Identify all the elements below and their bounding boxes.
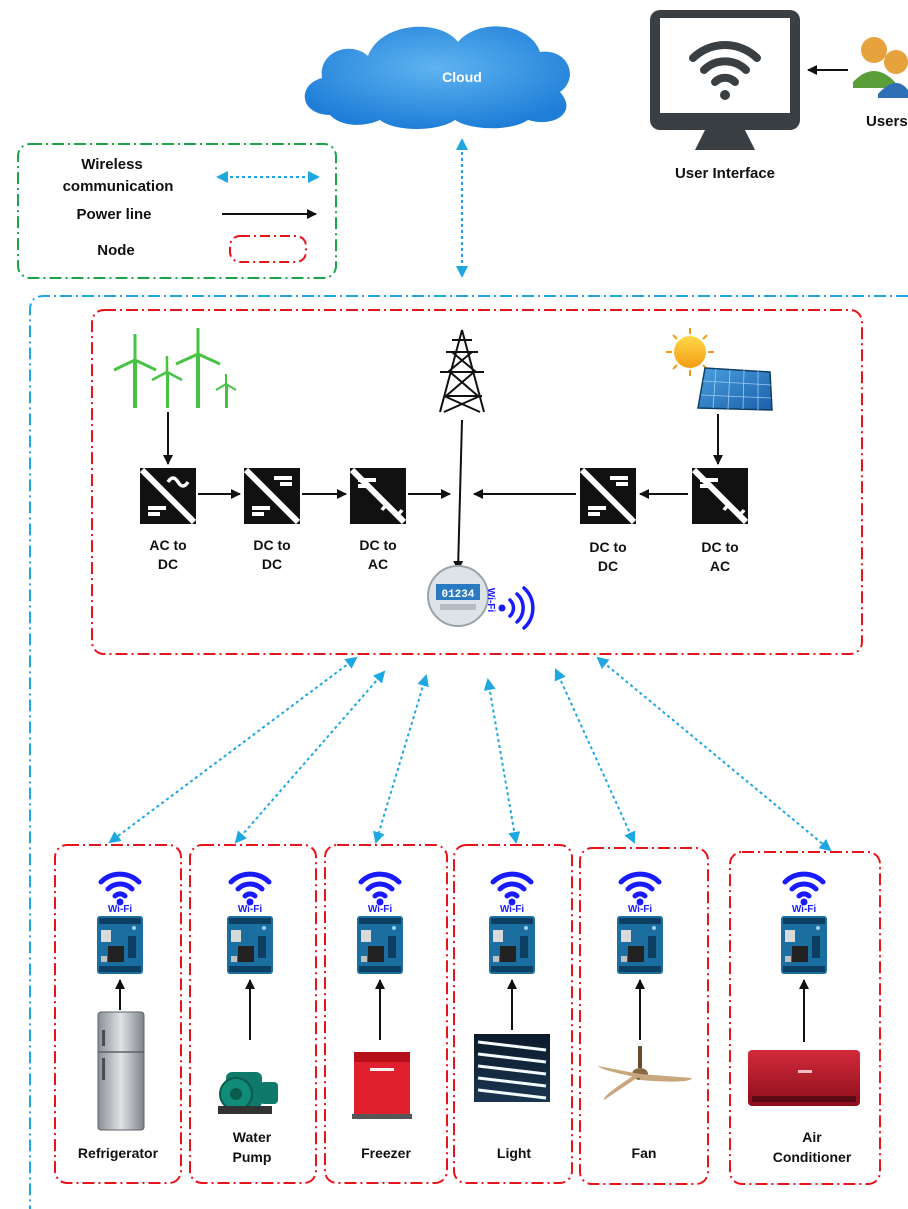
converter-ac-dc-icon — [140, 468, 196, 524]
converter-dc-ac-icon — [350, 468, 406, 524]
legend-power-line-label: Power line — [76, 206, 151, 223]
refrigerator-icon — [97, 1011, 145, 1131]
converter-dc-dc-icon — [244, 468, 300, 524]
wifi-badge: Wi-Fi — [628, 904, 653, 915]
appliance-label: Conditioner — [773, 1149, 852, 1165]
light-icon — [474, 1034, 550, 1102]
converter-label-line1: DC to — [701, 539, 738, 555]
generation-node-box — [91, 309, 863, 655]
wifi-icon — [101, 874, 139, 905]
transmission-tower-icon — [439, 329, 485, 413]
cloud-label: Cloud — [442, 69, 482, 85]
converter-dc-ac-icon — [692, 468, 748, 524]
converter-label-line1: DC to — [589, 539, 626, 555]
wifi-icon — [231, 874, 269, 905]
users-label: Users — [866, 113, 908, 130]
appliance-label: Light — [497, 1145, 532, 1161]
wifi-badge: Wi-Fi — [792, 904, 817, 915]
wifi-icon — [621, 874, 659, 905]
microcontroller-board-icon — [489, 916, 535, 974]
appliance-node-light: Wi-Fi Light — [453, 844, 573, 1184]
legend-box — [17, 143, 337, 279]
meter-wifi-label: Wi-Fi — [485, 588, 496, 613]
converter-label-line1: DC to — [253, 537, 290, 553]
system-boundary — [29, 295, 908, 1209]
appliance-node-fan: Wi-Fi Fan — [579, 847, 709, 1185]
microcontroller-board-icon — [97, 916, 143, 974]
water-pump-icon — [218, 1072, 278, 1114]
user-interface-label: User Interface — [675, 165, 775, 182]
converter-label-line1: AC to — [149, 537, 186, 553]
appliance-label: Fan — [632, 1145, 657, 1161]
microcontroller-board-icon — [357, 916, 403, 974]
appliance-node-air-conditioner: Wi-Fi Air Conditioner — [729, 851, 881, 1185]
cloud-icon — [304, 26, 570, 130]
wifi-badge: Wi-Fi — [238, 904, 263, 915]
meter-reading: 01234 — [441, 589, 474, 601]
freezer-icon — [352, 1052, 412, 1119]
converter-label-line2: AC — [710, 558, 730, 574]
microcontroller-board-icon — [227, 916, 273, 974]
appliance-wireless-links — [108, 656, 832, 852]
appliance-label: Pump — [233, 1149, 272, 1165]
smart-meter-icon — [427, 565, 489, 627]
converter-label-line2: AC — [368, 556, 388, 572]
converter-label-line2: DC — [262, 556, 282, 572]
microcontroller-board-icon — [781, 916, 827, 974]
legend-node-symbol — [229, 235, 307, 263]
wifi-icon — [785, 874, 823, 905]
wifi-badge: Wi-Fi — [108, 904, 133, 915]
converter-label-line2: DC — [598, 558, 618, 574]
air-conditioner-icon — [748, 1050, 860, 1106]
appliance-node-freezer: Wi-Fi Freezer — [324, 844, 448, 1184]
wind-turbine-icon — [113, 328, 237, 408]
solar-panel-icon — [666, 328, 773, 411]
wifi-icon — [361, 874, 399, 905]
appliance-label: Air — [802, 1129, 822, 1145]
appliance-label: Freezer — [361, 1145, 411, 1161]
monitor-icon — [650, 10, 800, 150]
users-icon — [853, 37, 908, 98]
fan-icon — [598, 1046, 692, 1100]
appliance-node-water-pump: Wi-Fi Water Pump — [189, 844, 317, 1184]
legend-node-label: Node — [97, 242, 135, 259]
wifi-badge: Wi-Fi — [368, 904, 393, 915]
appliance-node-refrigerator: Wi-Fi Refrigerator — [54, 844, 182, 1184]
legend-wireless-label-2: communication — [63, 178, 174, 195]
converter-dc-dc-icon — [580, 468, 636, 524]
converter-label-line2: DC — [158, 556, 178, 572]
wifi-icon — [493, 874, 531, 905]
meter-wifi-signal-icon — [498, 586, 535, 630]
legend-wireless-label-1: Wireless — [81, 156, 143, 173]
converter-label-line1: DC to — [359, 537, 396, 553]
wifi-badge: Wi-Fi — [500, 904, 525, 915]
appliance-label: Refrigerator — [78, 1145, 159, 1161]
microcontroller-board-icon — [617, 916, 663, 974]
power-lines — [163, 412, 723, 571]
appliance-label: Water — [233, 1129, 272, 1145]
